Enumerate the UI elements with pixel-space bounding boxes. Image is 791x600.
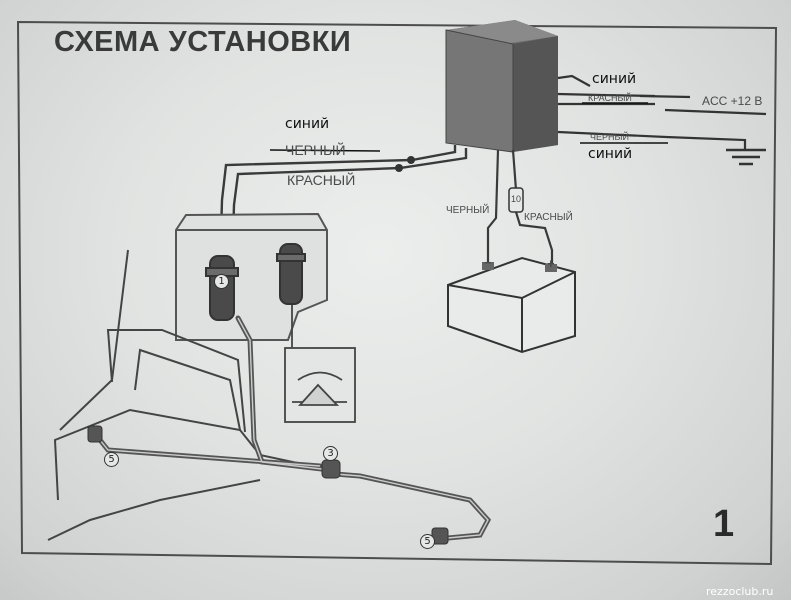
battery-plus-label: +: [547, 256, 555, 271]
label-chernyj-right: ЧЕРНЫЙ: [590, 132, 629, 142]
battery-wires: [486, 149, 554, 266]
car-body: [47, 249, 331, 541]
marker-nozzle-left: 5: [104, 452, 119, 467]
label-krasnyj-top-right: КРАСНЫЙ: [588, 93, 632, 103]
marker-tee: 3: [323, 446, 338, 461]
wiper-inset: [284, 347, 356, 423]
pump-right: [276, 243, 306, 305]
unit-wires-right: [557, 74, 767, 150]
page-number: 1: [713, 503, 735, 545]
marker-nozzle-right: 5: [420, 534, 435, 549]
tee-connector: [321, 459, 341, 479]
washer-reservoir: [175, 212, 328, 341]
label-sinij-top-right: синий: [592, 71, 637, 87]
label-krasnyj-left: КРАСНЫЙ: [287, 172, 356, 188]
fuse: [508, 187, 524, 213]
marker-pump: 1: [214, 274, 229, 289]
label-chernyj-battery: ЧЕРНЫЙ: [446, 205, 490, 216]
label-krasnyj-battery: КРАСНЫЙ: [524, 212, 573, 223]
battery-minus-label: −: [484, 255, 492, 270]
label-chernyj-left: ЧЕРНЫЙ: [285, 142, 346, 158]
label-sinij-right: синий: [588, 146, 633, 162]
label-sinij-left: синий: [285, 116, 330, 132]
diagram-title: СХЕМА УСТАНОВКИ: [54, 26, 352, 58]
strike-chernyj-left: [269, 149, 381, 152]
control-unit: [445, 20, 558, 153]
watermark: rezzoclub.ru: [706, 585, 774, 598]
battery: [447, 256, 576, 354]
label-acc: ACC +12 В: [702, 94, 763, 108]
ground-symbol: [726, 148, 766, 166]
nozzle-left: [87, 425, 103, 443]
fuse-label: 10: [511, 194, 522, 204]
